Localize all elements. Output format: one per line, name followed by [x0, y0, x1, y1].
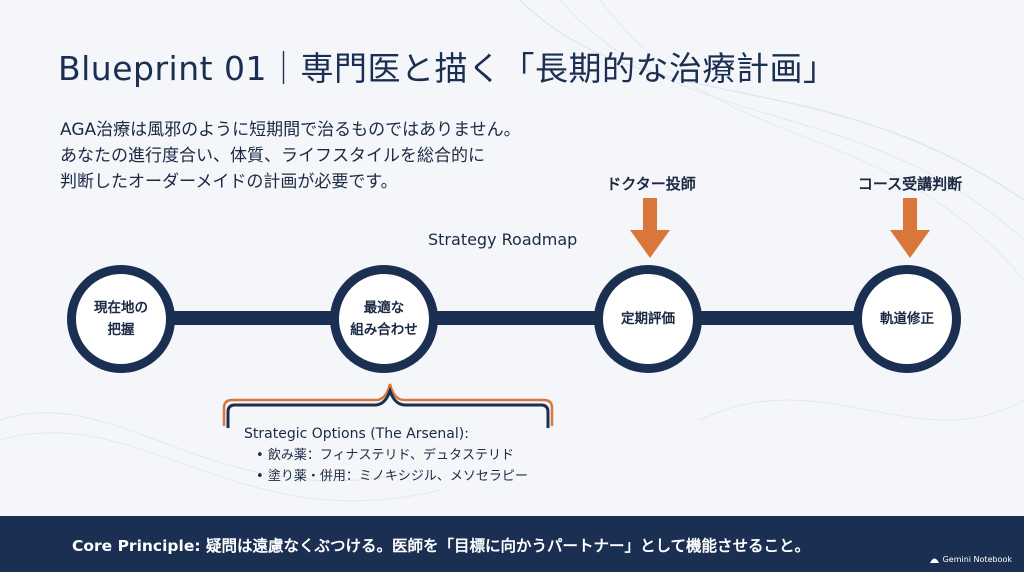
strategic-options: Strategic Options (The Arsenal): • 飲み薬：フ… [244, 426, 528, 487]
page-title: Blueprint 01｜専門医と描く「長期的な治療計画」 [58, 49, 837, 88]
notebook-logo-icon [929, 558, 939, 563]
options-heading: Strategic Options (The Arsenal): [244, 426, 469, 442]
intro-line: AGA治療は風邪のように短期間で治るものではありません。 [60, 120, 521, 140]
intro-text: AGA治療は風邪のように短期間で治るものではありません。 あなたの進行度合い、体… [60, 117, 521, 195]
roadmap-label: Strategy Roadmap [428, 230, 578, 249]
roadmap-node-evaluation: 定期評価 [594, 265, 702, 373]
callout-doctor: ドクター投師 [606, 175, 696, 193]
intro-line: 判断したオーダーメイドの計画が必要です。 [60, 172, 398, 192]
callout-course: コース受講判断 [857, 175, 963, 193]
list-item: • 塗り薬・併用：ミノキシジル、メソセラピー [256, 469, 528, 484]
intro-line: あなたの進行度合い、体質、ライフスタイルを総合的に [60, 146, 485, 166]
roadmap-track [120, 311, 920, 325]
node-label: 定期評価 [621, 311, 675, 327]
roadmap-node-current: 現在地の 把握 [67, 265, 175, 373]
list-item: • 飲み薬：フィナステリド、デュタステリド [256, 448, 515, 463]
roadmap-node-adjustment: 軌道修正 [853, 265, 961, 373]
options-brace [222, 383, 554, 428]
down-arrow-icon [630, 198, 670, 258]
roadmap-node-combination: 最適な 組み合わせ [330, 265, 438, 373]
core-principle: Core Principle: 疑問は遠慮なくぶつける。医師を「目標に向かうパー… [72, 537, 810, 555]
node-label: 現在地の [94, 300, 148, 316]
watermark: Gemini Notebook [929, 555, 1012, 564]
down-arrow-icon [890, 198, 930, 258]
node-label: 最適な [363, 300, 405, 316]
watermark-text: Gemini Notebook [942, 555, 1012, 564]
option-text: 塗り薬・併用：ミノキシジル、メソセラピー [267, 469, 528, 484]
option-text: 飲み薬：フィナステリド、デュタステリド [267, 448, 515, 463]
footer-bar [0, 516, 1024, 572]
node-label: 把握 [107, 322, 135, 338]
node-label: 組み合わせ [350, 322, 418, 338]
node-label: 軌道修正 [880, 311, 934, 327]
